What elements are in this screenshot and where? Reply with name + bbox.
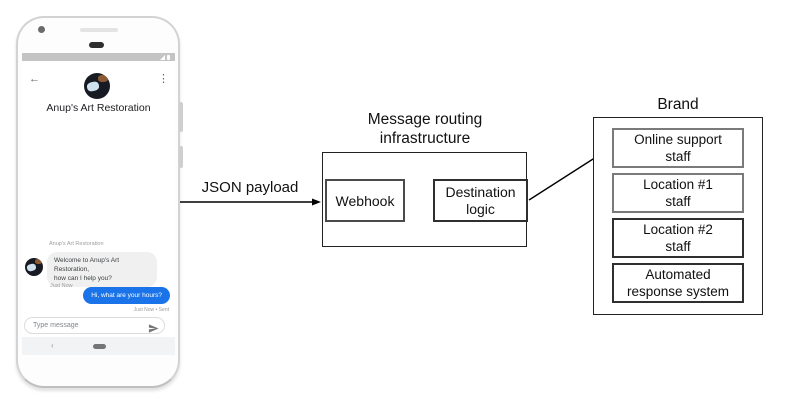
online-support-staff-box: Online support staff xyxy=(612,128,744,168)
back-arrow-icon[interactable]: ← xyxy=(29,73,40,85)
android-nav-bar: ‹ xyxy=(22,337,175,355)
phone-screen: ← ⋮ Anup's Art Restoration Anup's Art Re… xyxy=(22,53,175,355)
status-bar-icons xyxy=(160,55,170,60)
outgoing-message-bubble: Hi, what are your hours? xyxy=(83,287,170,304)
overflow-menu-icon[interactable]: ⋮ xyxy=(158,73,169,85)
chat-header: ← ⋮ Anup's Art Restoration xyxy=(22,61,175,114)
brand-title: Brand xyxy=(657,96,699,113)
nav-back-icon[interactable]: ‹ xyxy=(51,341,54,350)
phone-volume-button xyxy=(179,102,183,132)
avatar-art-light xyxy=(26,263,37,272)
sender-label: Anup's Art Restoration xyxy=(49,241,104,247)
speaker-slot xyxy=(80,28,118,32)
json-payload-label: JSON payload xyxy=(201,179,299,196)
phone-power-button xyxy=(179,146,183,168)
message-input[interactable] xyxy=(33,319,143,332)
outgoing-status: Just Now • Sent xyxy=(133,307,169,313)
battery-icon xyxy=(167,55,170,60)
destination-logic-box: Destination logic xyxy=(433,179,528,222)
avatar-art-light xyxy=(86,80,100,93)
send-icon[interactable] xyxy=(148,321,159,333)
incoming-message-bubble: Welcome to Anup's Art Restoration, how c… xyxy=(47,252,157,287)
earpiece xyxy=(89,42,104,48)
signal-icon xyxy=(160,55,165,60)
brand-avatar xyxy=(84,73,110,99)
message-composer[interactable] xyxy=(24,317,165,334)
webhook-box: Webhook xyxy=(325,179,405,222)
automated-response-system-box: Automated response system xyxy=(612,263,744,303)
incoming-timestamp: Just Now xyxy=(50,283,73,289)
message-avatar xyxy=(25,258,43,276)
avatar-art-brown xyxy=(35,259,42,264)
status-bar xyxy=(22,53,175,61)
phone-mockup: ← ⋮ Anup's Art Restoration Anup's Art Re… xyxy=(16,16,183,388)
front-camera xyxy=(38,26,45,33)
chat-title: Anup's Art Restoration xyxy=(46,102,151,114)
nav-home-pill[interactable] xyxy=(93,344,106,349)
routing-title: Message routing infrastructure xyxy=(367,111,483,147)
location-2-staff-box: Location #2 staff xyxy=(612,218,744,258)
location-1-staff-box: Location #1 staff xyxy=(612,173,744,213)
avatar-art-brown xyxy=(98,75,108,82)
